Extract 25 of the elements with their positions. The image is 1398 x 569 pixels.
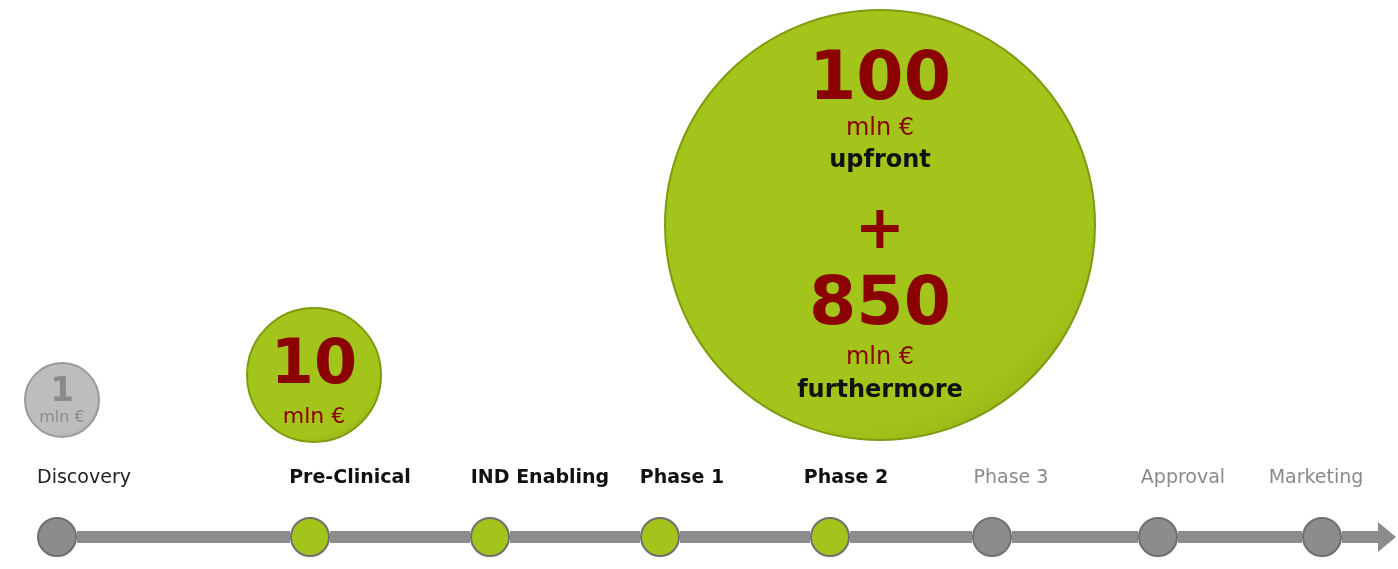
amount-number: 100 <box>809 42 951 110</box>
timeline-segment <box>680 531 810 543</box>
timeline-arrow <box>1342 522 1396 552</box>
stage-label: Phase 3 <box>973 465 1049 487</box>
timeline-segment <box>77 531 290 543</box>
timeline-segment <box>1178 531 1302 543</box>
timeline-segment <box>1012 531 1138 543</box>
stage-label: Approval <box>1140 465 1226 487</box>
timeline-segment <box>510 531 640 543</box>
unit-text: mln € <box>282 405 346 427</box>
plus-sign: + <box>854 197 906 257</box>
amount-number: 10 <box>270 331 358 393</box>
stage-label: Pre-Clinical <box>289 465 411 487</box>
stage-label: Phase 2 <box>803 465 889 487</box>
timeline-segment <box>330 531 470 543</box>
stage-label: Phase 1 <box>639 465 725 487</box>
caption-text: upfront <box>829 147 931 171</box>
amount-number: 850 <box>809 267 951 335</box>
stage-label: Discovery <box>37 465 131 487</box>
stage-label: IND Enabling <box>470 465 610 487</box>
caption-text: furthermore <box>797 377 963 401</box>
stage-label: Marketing <box>1268 465 1364 487</box>
unit-text: mln € <box>845 344 915 368</box>
unit-text: mln € <box>845 115 915 139</box>
timeline-segment <box>850 531 972 543</box>
